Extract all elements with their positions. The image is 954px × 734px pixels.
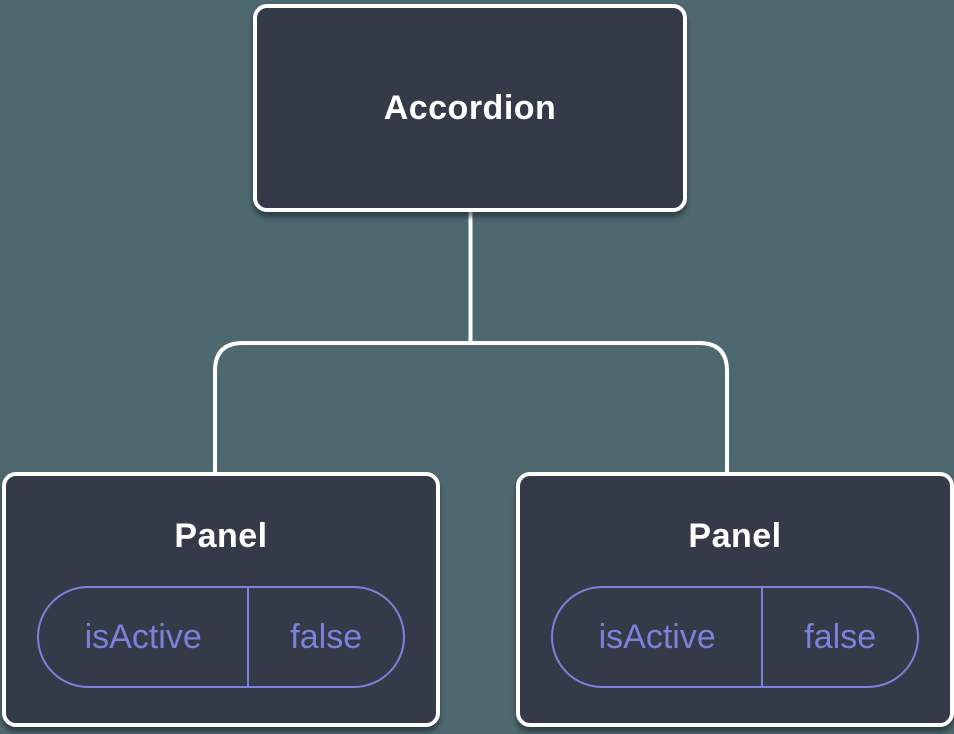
connector-bracket <box>213 341 729 473</box>
node-accordion: Accordion <box>253 4 687 212</box>
state-name: isActive <box>553 588 764 686</box>
node-panel-label: Panel <box>174 517 268 555</box>
node-panel-left: Panel isActive false <box>2 472 440 727</box>
state-value: false <box>290 617 363 656</box>
node-panel-label: Panel <box>688 517 782 555</box>
node-accordion-label: Accordion <box>383 88 557 127</box>
state-value: false <box>804 617 877 656</box>
state-pill: isActive false <box>37 586 405 688</box>
state-name: isActive <box>39 588 250 686</box>
node-panel-right: Panel isActive false <box>516 472 954 727</box>
state-pill: isActive false <box>551 586 919 688</box>
